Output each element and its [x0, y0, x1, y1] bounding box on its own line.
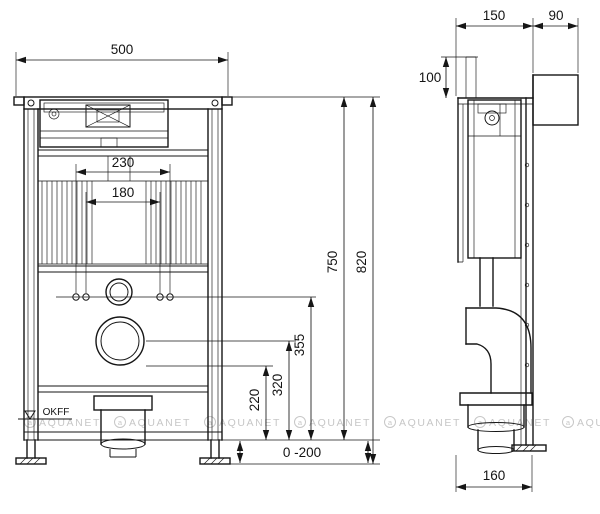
svg-text:AQUANET: AQUANET — [399, 417, 461, 429]
dim-label-100: 100 — [419, 70, 442, 85]
floor-level-label: OKFF — [43, 407, 70, 418]
svg-text:a: a — [208, 418, 213, 427]
dim-label-220: 220 — [247, 389, 262, 412]
drain-opening — [95, 316, 145, 366]
aquanet-watermark: a AQUANET — [204, 416, 281, 429]
dim-top-100: 100 — [419, 56, 478, 98]
extension-lines — [146, 96, 380, 465]
svg-text:AQUANET: AQUANET — [577, 417, 600, 429]
dim-label-adjust: 0 -200 — [283, 445, 321, 460]
svg-text:AQUANET: AQUANET — [129, 417, 191, 429]
aquanet-logo-icon — [294, 416, 306, 428]
svg-text:AQUANET: AQUANET — [309, 417, 371, 429]
frame-side — [457, 74, 547, 452]
dim-label-150: 150 — [483, 8, 506, 23]
dim-height-355: 355 — [292, 297, 315, 440]
supply-stub — [465, 56, 477, 98]
aquanet-watermark: a AQUANET — [114, 416, 191, 429]
frame-crossbars — [24, 149, 222, 441]
aquanet-watermark: a AQUANET — [294, 416, 371, 429]
aquanet-logo-icon — [114, 416, 126, 428]
aquanet-watermark: a AQUANET — [384, 416, 461, 429]
dim-height-320: 320 — [270, 341, 293, 440]
dim-label-750: 750 — [325, 251, 340, 274]
level-triangle-icon — [24, 410, 36, 420]
dim-label-90: 90 — [548, 8, 563, 23]
dim-spacing-230: 230 — [75, 155, 171, 182]
fill-valve-icon — [48, 108, 60, 120]
watermark-row: a AQUANET a AQUANET a AQUANET a AQUANET … — [24, 416, 600, 429]
front-view: OKFF 500 230 180 — [13, 42, 380, 465]
dim-label-180: 180 — [112, 185, 135, 200]
svg-text:AQUANET: AQUANET — [489, 417, 551, 429]
dim-label-820: 820 — [354, 251, 369, 274]
outlet-pipe-front — [93, 395, 153, 458]
frame-slots — [38, 180, 208, 265]
watermark-text: AQUANET — [39, 417, 101, 429]
inspection-window — [85, 104, 131, 128]
dim-label-230: 230 — [112, 155, 135, 170]
corner-screw-icon — [211, 99, 219, 107]
flush-pipe-side — [479, 257, 494, 307]
supply-connections — [56, 278, 316, 306]
svg-text:a: a — [388, 418, 393, 427]
svg-text:AQUANET: AQUANET — [219, 417, 281, 429]
dim-label-500: 500 — [111, 42, 134, 57]
dim-width-500: 500 — [15, 42, 229, 96]
aquanet-logo-icon — [204, 416, 216, 428]
dim-label-355: 355 — [292, 334, 307, 357]
dim-label-160: 160 — [483, 468, 506, 483]
aquanet-logo-letter: a — [28, 418, 33, 427]
frame-top-bar — [13, 96, 233, 110]
aquanet-watermark: a AQUANET — [474, 416, 551, 429]
valve-icon — [484, 110, 500, 126]
dim-outlet-160: 160 — [455, 455, 533, 492]
actuator — [100, 137, 118, 148]
svg-text:a: a — [478, 418, 483, 427]
aquanet-watermark: a AQUANET — [562, 416, 600, 429]
frame-feet — [15, 439, 231, 465]
flush-pipe-opening — [105, 278, 133, 306]
frame-rails — [23, 108, 223, 441]
dim-depth-150: 150 — [455, 8, 534, 96]
aquanet-logo-icon — [474, 416, 486, 428]
side-view: 150 90 100 — [419, 8, 579, 492]
aquanet-logo-icon — [384, 416, 396, 428]
cistern-front — [39, 99, 169, 148]
floor-level-marker: OKFF — [18, 407, 72, 420]
svg-text:a: a — [118, 418, 123, 427]
aquanet-watermark: a AQUANET — [24, 416, 101, 429]
dim-height-820: 820 — [354, 97, 377, 464]
dim-wall-90: 90 — [533, 8, 579, 73]
dim-height-750: 750 — [325, 97, 348, 440]
aquanet-logo-icon — [562, 416, 574, 428]
corner-screw-icon — [27, 99, 35, 107]
drain-elbow — [459, 307, 533, 454]
wall-bracket — [532, 74, 579, 126]
dim-foot-adjust: 0 -200 — [236, 441, 372, 463]
dim-label-320: 320 — [270, 374, 285, 397]
cistern-side — [467, 99, 522, 259]
svg-text:a: a — [298, 418, 303, 427]
svg-text:a: a — [566, 418, 571, 427]
dim-height-220: 220 — [247, 366, 270, 440]
dim-inner-180: 180 — [75, 182, 171, 293]
